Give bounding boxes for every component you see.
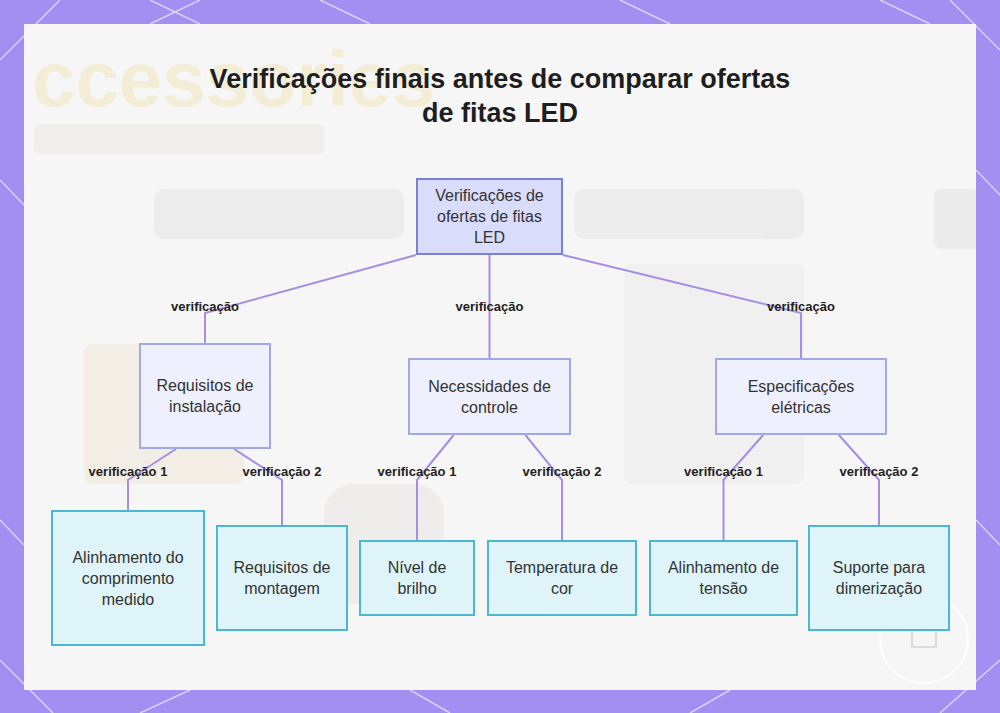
edge-label: verificação: [171, 299, 239, 314]
node-text: Requisitos de montagem: [226, 557, 338, 599]
node-text: Alinhamento do comprimento medido: [61, 547, 195, 610]
connector-line: [724, 435, 764, 540]
node-text: Necessidades de controle: [418, 376, 561, 418]
check-box: Nível de brilho: [359, 540, 475, 616]
node-text: Alinhamento de tensão: [659, 557, 788, 599]
node-text: Nível de brilho: [369, 557, 465, 599]
category-box: Necessidades de controle: [408, 358, 571, 435]
check-box: Suporte para dimerização: [808, 525, 950, 631]
check-box: Alinhamento do comprimento medido: [51, 510, 205, 646]
edge-label: verificação 1: [684, 464, 763, 479]
node-text: Temperatura de cor: [497, 557, 627, 599]
category-box: Requisitos de instalação: [139, 343, 271, 449]
edge-label: verificação 2: [840, 464, 919, 479]
edge-label: verificação: [767, 299, 835, 314]
connector-line: [234, 449, 282, 525]
check-box: Alinhamento de tensão: [649, 540, 798, 616]
root-box: Verificações de ofertas de fitas LED: [416, 178, 563, 255]
connector-line: [563, 255, 801, 358]
edge-label: verificação 1: [378, 464, 457, 479]
node-text: Especificações elétricas: [725, 376, 877, 418]
connector-line: [128, 449, 176, 510]
diagram-title: Verificações finais antes de comparar of…: [200, 62, 800, 130]
connector-line: [525, 435, 562, 540]
edge-label: verificação 2: [523, 464, 602, 479]
check-box: Requisitos de montagem: [216, 525, 348, 631]
check-box: Temperatura de cor: [487, 540, 637, 616]
edge-label: verificação: [456, 299, 524, 314]
connector-line: [417, 435, 454, 540]
edge-label: verificação 2: [243, 464, 322, 479]
connector-line: [839, 435, 879, 525]
category-box: Especificações elétricas: [715, 358, 887, 435]
node-text: Suporte para dimerização: [818, 557, 940, 599]
edge-label: verificação 1: [89, 464, 168, 479]
node-text: Verificações de ofertas de fitas LED: [426, 185, 553, 248]
node-text: Requisitos de instalação: [149, 375, 261, 417]
